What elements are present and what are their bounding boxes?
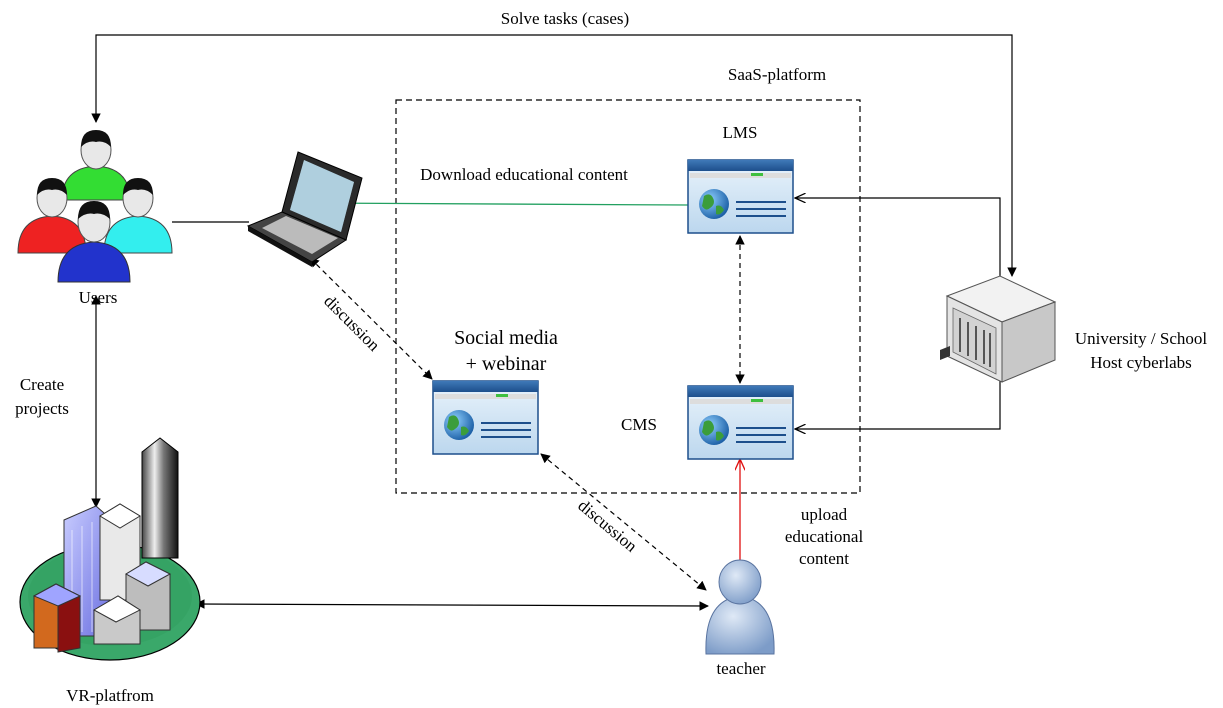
university-label-line1: University / School: [1075, 329, 1207, 348]
server-icon: [940, 275, 1057, 383]
saas-platform-boundary: [395, 99, 861, 494]
upload-content-label-line3: content: [799, 549, 849, 568]
create-projects-label-line2: projects: [15, 399, 69, 418]
teacher-person-icon: [705, 559, 775, 655]
download-content-label: Download educational content: [420, 165, 628, 184]
users-label: Users: [79, 288, 118, 307]
university-label-line2: Host cyberlabs: [1090, 353, 1192, 372]
social-media-label-line2: + webinar: [466, 353, 547, 375]
laptop-icon: [246, 151, 363, 267]
teacher-label: teacher: [716, 659, 765, 678]
vr-platform-label: VR-platfrom: [66, 686, 154, 705]
discussion-top-label: discussion: [320, 291, 384, 355]
users-group-icon: [17, 130, 173, 283]
vr-city-icon: [19, 437, 201, 661]
social-window-icon: [432, 380, 539, 455]
solve-tasks-connector: [91, 34, 1017, 277]
upload-content-label-line1: upload: [801, 505, 848, 524]
server-cms-connector: [795, 376, 1001, 429]
solve-tasks-label: Solve tasks (cases): [501, 9, 629, 28]
lms-window-icon: [687, 159, 794, 234]
server-lms-connector: [795, 198, 1001, 283]
download-arrow: [308, 203, 689, 205]
cms-label: CMS: [621, 415, 657, 434]
social-teacher-dashed-link: [540, 453, 707, 591]
cms-window-icon: [687, 385, 794, 460]
vr-teacher-link: [195, 599, 709, 611]
saas-platform-label: SaaS-platform: [728, 65, 826, 84]
discussion-bottom-label: discussion: [574, 496, 641, 556]
upload-content-label-line2: educational: [785, 527, 864, 546]
create-projects-label-line1: Create: [20, 375, 64, 394]
lms-label: LMS: [723, 123, 758, 142]
laptop-social-dashed-link: [309, 257, 433, 380]
social-media-label-line1: Social media: [454, 327, 558, 349]
